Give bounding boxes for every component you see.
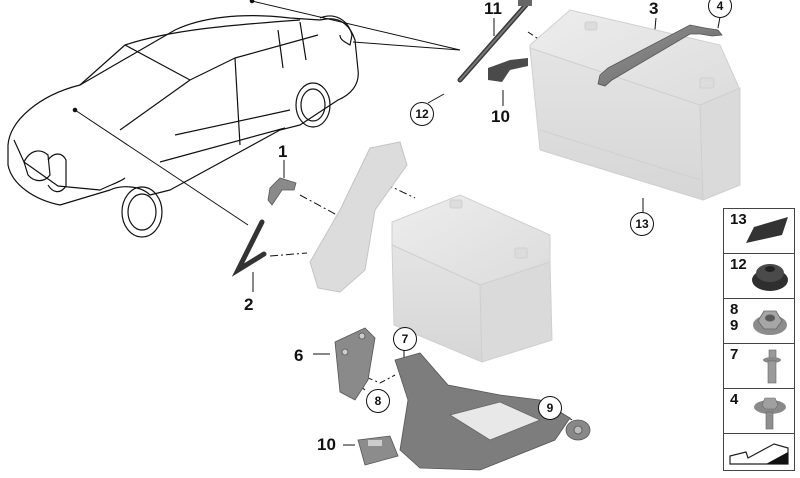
callout-8[interactable]: 8 <box>366 389 390 413</box>
hex-nut-icon <box>753 310 787 335</box>
callout-9[interactable]: 9 <box>538 396 562 420</box>
callout-4[interactable]: 4 <box>708 0 732 18</box>
grommet-icon <box>752 264 788 291</box>
battery-tray <box>394 352 591 471</box>
legend-item-4[interactable]: 4 <box>723 388 795 433</box>
vent-hose <box>231 219 267 277</box>
partial-item-icon <box>729 443 789 465</box>
legend-item-7[interactable]: 7 <box>723 343 795 388</box>
callout-3[interactable]: 3 <box>649 0 659 18</box>
insulating-pad-icon <box>746 217 788 243</box>
legend-item-8-9[interactable]: 8 9 <box>723 298 795 343</box>
legend-number: 4 <box>730 391 739 408</box>
sensor-connector-bottom <box>357 435 399 466</box>
battery-cable <box>457 0 532 83</box>
sensor-connector-top <box>488 58 528 82</box>
battery-small <box>391 194 553 363</box>
legend-number: 7 <box>730 346 739 363</box>
vent-hose-elbow <box>267 177 297 206</box>
legend-number: 12 <box>730 256 747 273</box>
mounting-bracket <box>334 327 376 401</box>
battery-hold-down-strap <box>597 24 723 87</box>
callout-12[interactable]: 12 <box>410 102 434 126</box>
legend-item-12[interactable]: 12 <box>723 253 795 298</box>
battery-large <box>529 9 741 201</box>
parts-legend: 13 12 8 9 7 4 <box>723 208 795 471</box>
battery-bracket <box>309 141 408 293</box>
legend-item-partial[interactable] <box>723 433 795 471</box>
callout-13[interactable]: 13 <box>630 212 654 236</box>
callout-2[interactable]: 2 <box>244 295 254 314</box>
legend-number: 13 <box>730 211 747 228</box>
callout-10-top[interactable]: 10 <box>491 107 510 126</box>
callout-7[interactable]: 7 <box>393 327 417 351</box>
bolt-icon <box>763 349 781 384</box>
vehicle-outline <box>7 15 359 238</box>
legend-number: 8 9 <box>730 301 739 334</box>
callout-6[interactable]: 6 <box>294 346 304 365</box>
callout-1[interactable]: 1 <box>278 142 288 161</box>
hex-bolt-washer-icon <box>754 397 786 430</box>
callout-11[interactable]: 11 <box>484 0 502 18</box>
callout-10-bottom[interactable]: 10 <box>317 435 336 454</box>
legend-item-13[interactable]: 13 <box>723 208 795 253</box>
